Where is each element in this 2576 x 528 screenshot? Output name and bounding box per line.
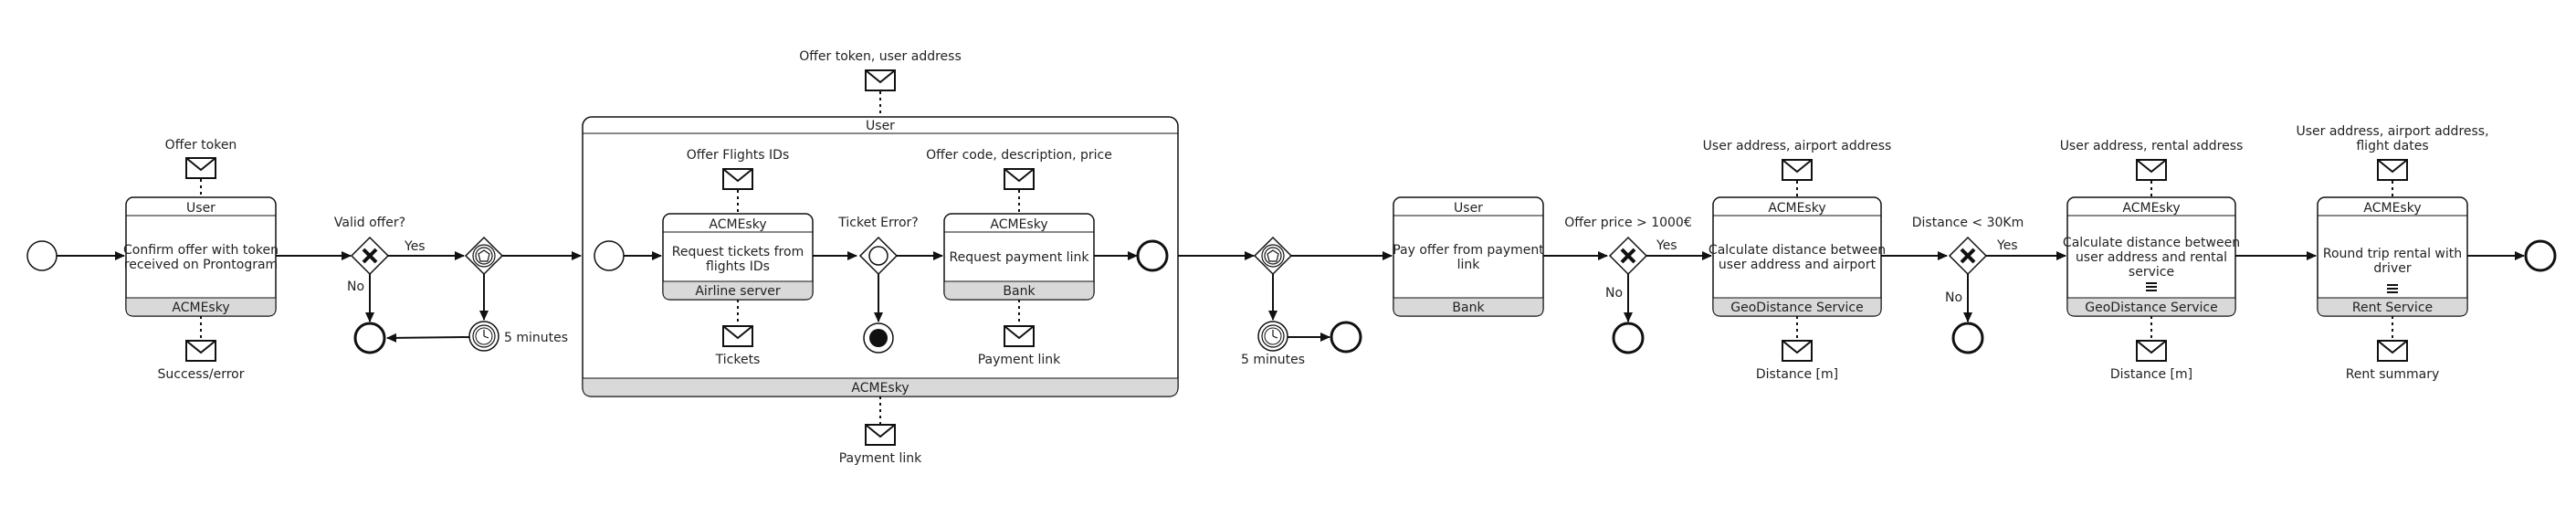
message-label: Offer Flights IDs <box>687 148 790 163</box>
task-initiator: User <box>1454 201 1483 216</box>
task-round-trip-rental: ACMEsky Round trip rental with driver Re… <box>2317 196 2468 317</box>
exclusive-gateway-icon <box>1948 236 1988 276</box>
start-event <box>594 240 625 271</box>
message-envelope-icon <box>1782 159 1813 181</box>
task-initiator: ACMEsky <box>2363 201 2421 216</box>
task-label: service <box>2129 265 2174 280</box>
multi-instance-icon <box>2387 284 2398 293</box>
task-label: user address and airport <box>1719 258 1877 272</box>
message-envelope-icon <box>1004 168 1035 190</box>
task-initiator: ACMEsky <box>990 217 1047 232</box>
message-envelope-icon <box>865 424 896 446</box>
task-initiator: ACMEsky <box>709 217 766 232</box>
message-envelope-icon <box>185 157 216 179</box>
task-label: Request tickets from <box>672 245 804 259</box>
message-envelope-icon <box>1782 340 1813 362</box>
gateway-label: Valid offer? <box>334 216 405 230</box>
exclusive-gateway-icon <box>1608 236 1648 276</box>
flow-label-no: No <box>1945 290 1962 305</box>
task-distance-rental: ACMEsky Calculate distance between user … <box>2063 196 2240 317</box>
task-label: Calculate distance between <box>2063 236 2240 250</box>
exclusive-gateway-icon <box>350 236 390 276</box>
event-gateway-icon <box>1254 237 1292 275</box>
flow-label-no: No <box>1605 286 1623 301</box>
subprocess-participant: ACMEsky <box>851 381 909 396</box>
task-label: driver <box>2373 261 2411 276</box>
message-envelope-icon <box>2136 159 2167 181</box>
message-label: Payment link <box>978 353 1061 367</box>
gateway-label: Distance < 30Km <box>1912 216 2024 230</box>
task-distance-airport: ACMEsky Calculate distance between user … <box>1709 196 1886 317</box>
task-initiator: ACMEsky <box>2122 201 2180 216</box>
message-envelope-icon <box>865 69 896 91</box>
error-end-marker <box>869 329 888 347</box>
timer-label: 5 minutes <box>1241 353 1305 367</box>
task-label: flights IDs <box>706 259 770 274</box>
message-label: flight dates <box>2356 139 2428 153</box>
task-label: Round trip rental with <box>2323 247 2462 261</box>
message-label: Rent summary <box>2346 367 2440 382</box>
task-participant: GeoDistance Service <box>1730 301 1863 315</box>
task-request-payment: ACMEsky Request payment link Bank <box>943 213 1095 301</box>
gateway-label: Ticket Error? <box>837 216 918 230</box>
task-initiator: User <box>186 201 216 216</box>
message-label: Offer token <box>165 138 237 153</box>
message-envelope-icon <box>2377 159 2408 181</box>
message-envelope-icon <box>2377 340 2408 362</box>
flow-label-yes: Yes <box>1996 238 2018 253</box>
message-envelope-icon <box>185 340 216 362</box>
end-event <box>2524 239 2557 272</box>
message-label: Offer token, user address <box>799 49 962 64</box>
task-confirm-offer: User Confirm offer with token received o… <box>123 196 279 317</box>
message-label: Distance [m] <box>1756 367 1838 382</box>
event-gateway-icon <box>465 237 503 275</box>
ticket-error-gateway <box>858 236 899 276</box>
task-participant: Bank <box>1003 284 1036 299</box>
flow-label-yes: Yes <box>1656 238 1677 253</box>
start-event <box>26 240 58 271</box>
message-envelope-icon <box>722 325 753 347</box>
end-event <box>1612 322 1645 354</box>
task-initiator: ACMEsky <box>1768 201 1825 216</box>
timer-label: 5 minutes <box>504 331 568 345</box>
end-event <box>353 322 386 354</box>
message-label: Distance [m] <box>2110 367 2192 382</box>
task-pay-offer: User Pay offer from payment link Bank <box>1393 196 1544 317</box>
multi-instance-icon <box>2146 282 2157 291</box>
gateway-label: Offer price > 1000€ <box>1564 216 1692 230</box>
task-label: Pay offer from payment <box>1393 243 1544 258</box>
message-label: Offer code, description, price <box>926 148 1112 163</box>
message-envelope-icon <box>2136 340 2167 362</box>
task-label: link <box>1457 258 1481 272</box>
task-label: Confirm offer with token <box>123 243 279 258</box>
message-label: Success/error <box>158 367 245 382</box>
end-event <box>1951 322 1984 354</box>
task-participant: GeoDistance Service <box>2085 301 2217 315</box>
end-event <box>1136 239 1169 272</box>
task-label: user address and rental <box>2076 250 2227 265</box>
timer-event-icon <box>468 321 499 352</box>
task-request-tickets: ACMEsky Request tickets from flights IDs… <box>662 213 814 301</box>
message-envelope-icon <box>1004 325 1035 347</box>
message-label: User address, airport address <box>1703 139 1892 153</box>
flow-label-yes: Yes <box>404 239 426 254</box>
timer-event-icon <box>1257 321 1288 352</box>
message-label: User address, airport address, <box>2296 124 2488 139</box>
message-envelope-icon <box>722 168 753 190</box>
message-label: Tickets <box>715 353 761 367</box>
task-participant: Bank <box>1452 301 1485 315</box>
message-label: Payment link <box>839 451 922 466</box>
message-label: User address, rental address <box>2060 139 2244 153</box>
task-participant: Airline server <box>695 284 781 299</box>
task-label: Request payment link <box>950 250 1090 265</box>
flow-label-no: No <box>347 280 364 294</box>
end-event <box>1330 321 1362 354</box>
task-participant: Rent Service <box>2352 301 2433 315</box>
task-label: Calculate distance between <box>1709 243 1886 258</box>
subprocess-initiator: User <box>866 119 895 133</box>
task-label: received on Prontogram <box>124 258 278 272</box>
task-participant: ACMEsky <box>172 301 229 315</box>
